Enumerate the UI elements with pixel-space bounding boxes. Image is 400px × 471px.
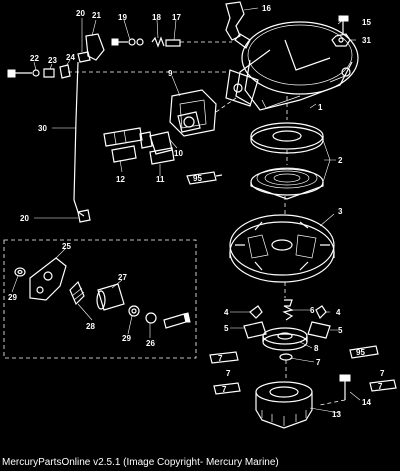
callout-11: 11: [156, 175, 165, 184]
callout-24: 24: [66, 53, 75, 62]
callout-9: 9: [168, 69, 173, 78]
rope-pulley[interactable]: [229, 214, 335, 283]
tube-label: 7: [218, 354, 223, 363]
tube-label: 7: [378, 382, 383, 391]
clip-20-bottom[interactable]: [77, 209, 91, 223]
callout-17: 17: [172, 13, 181, 22]
tube-label: 95: [193, 174, 202, 183]
callout-1: 1: [318, 103, 323, 112]
lubricant-tube-7-right[interactable]: 7: [369, 379, 397, 392]
starter-cup[interactable]: [255, 381, 313, 429]
callout-31: 31: [362, 36, 371, 45]
copyright-caption: MercuryPartsOnline v2.5.1 (Image Copyrig…: [2, 457, 279, 468]
callout-26: 26: [146, 339, 155, 348]
lubricant-tube-7-bottom[interactable]: 7: [213, 382, 241, 395]
pawl-spring-right[interactable]: [315, 305, 327, 320]
interlock-block-left[interactable]: [111, 145, 137, 163]
lubricant-tube-95-upper[interactable]: 95: [186, 171, 223, 185]
spring-18[interactable]: [151, 36, 165, 48]
tube-label: 95: [356, 348, 365, 357]
callout-21: 21: [92, 11, 101, 20]
assembly-lines: [68, 41, 346, 406]
pawl-retainer-spring[interactable]: [282, 299, 294, 321]
locknut-31[interactable]: [331, 33, 351, 47]
bushing-27[interactable]: [96, 283, 125, 311]
callout-4-right: 4: [336, 308, 341, 317]
callout-7: 7: [316, 358, 321, 367]
screw-22[interactable]: [7, 69, 32, 78]
pawl-right[interactable]: [307, 321, 331, 339]
washer-29-right[interactable]: [128, 305, 140, 317]
callout-5-right: 5: [338, 326, 343, 335]
cam-washer[interactable]: [279, 353, 293, 361]
callout-30: 30: [38, 124, 47, 133]
washer-22[interactable]: [32, 69, 40, 77]
bushing-23[interactable]: [43, 68, 55, 78]
callout-2: 2: [338, 156, 343, 165]
callout-5-left: 5: [224, 324, 229, 333]
link-rod-30[interactable]: [73, 61, 85, 217]
callout-19: 19: [118, 13, 127, 22]
callout-22: 22: [30, 54, 39, 63]
recoil-cover-housing[interactable]: [225, 21, 359, 111]
callout-10: 10: [174, 149, 183, 158]
drive-cam[interactable]: [262, 327, 308, 351]
lubricant-tube-7-left[interactable]: 7: [209, 351, 239, 364]
callout-25: 25: [62, 242, 71, 251]
callout-16: 16: [262, 4, 271, 13]
washer-29-left[interactable]: [14, 267, 26, 277]
callout-18: 18: [152, 13, 161, 22]
inset-detail-box: [3, 239, 197, 359]
rewind-spring-cup[interactable]: [250, 122, 324, 154]
callout-7-tube-right: 7: [380, 369, 385, 378]
pin-17[interactable]: [165, 39, 181, 47]
pawl-spring-left[interactable]: [249, 305, 263, 319]
clip-20-top[interactable]: [77, 51, 91, 63]
callout-7-tube-left: 7: [226, 369, 231, 378]
tube-label: 7: [222, 385, 227, 394]
callout-6: 6: [310, 306, 315, 315]
flywheel-screw[interactable]: [339, 374, 351, 400]
interlock-block-right[interactable]: [149, 147, 175, 165]
callout-29-left: 29: [8, 293, 17, 302]
screw-15[interactable]: [338, 15, 349, 34]
callout-12: 12: [116, 175, 125, 184]
interlock-cover[interactable]: [169, 89, 217, 137]
callout-20-bottom: 20: [20, 214, 29, 223]
pawl-left[interactable]: [243, 321, 267, 339]
callout-14: 14: [362, 398, 371, 407]
bracket-16[interactable]: [225, 1, 245, 41]
interlock-link[interactable]: [103, 127, 143, 147]
callout-29-right: 29: [122, 334, 131, 343]
callout-20-top: 20: [76, 9, 85, 18]
spacer-24[interactable]: [59, 64, 71, 79]
callout-28: 28: [86, 322, 95, 331]
callout-3: 3: [338, 207, 343, 216]
rewind-spring[interactable]: [250, 167, 324, 200]
callout-23: 23: [48, 56, 57, 65]
screw-19[interactable]: [111, 38, 128, 46]
screw-26[interactable]: [163, 312, 191, 329]
callout-13: 13: [332, 410, 341, 419]
lever-25[interactable]: [29, 257, 67, 301]
interlock-plunger[interactable]: [177, 111, 201, 133]
spring-28[interactable]: [69, 280, 85, 306]
callout-labels: 1 2 3 4 4 5 5 6 8 7 13 14 15 31 16 17 18…: [8, 4, 385, 419]
callout-8: 8: [314, 344, 319, 353]
lubricant-tube-95-lower[interactable]: 95: [349, 345, 379, 359]
leader-lines: [11, 7, 361, 414]
washer-19[interactable]: [128, 38, 144, 46]
callout-4-left: 4: [224, 308, 229, 317]
callout-15: 15: [362, 18, 371, 27]
callout-27: 27: [118, 273, 127, 282]
washer-26[interactable]: [145, 312, 157, 324]
